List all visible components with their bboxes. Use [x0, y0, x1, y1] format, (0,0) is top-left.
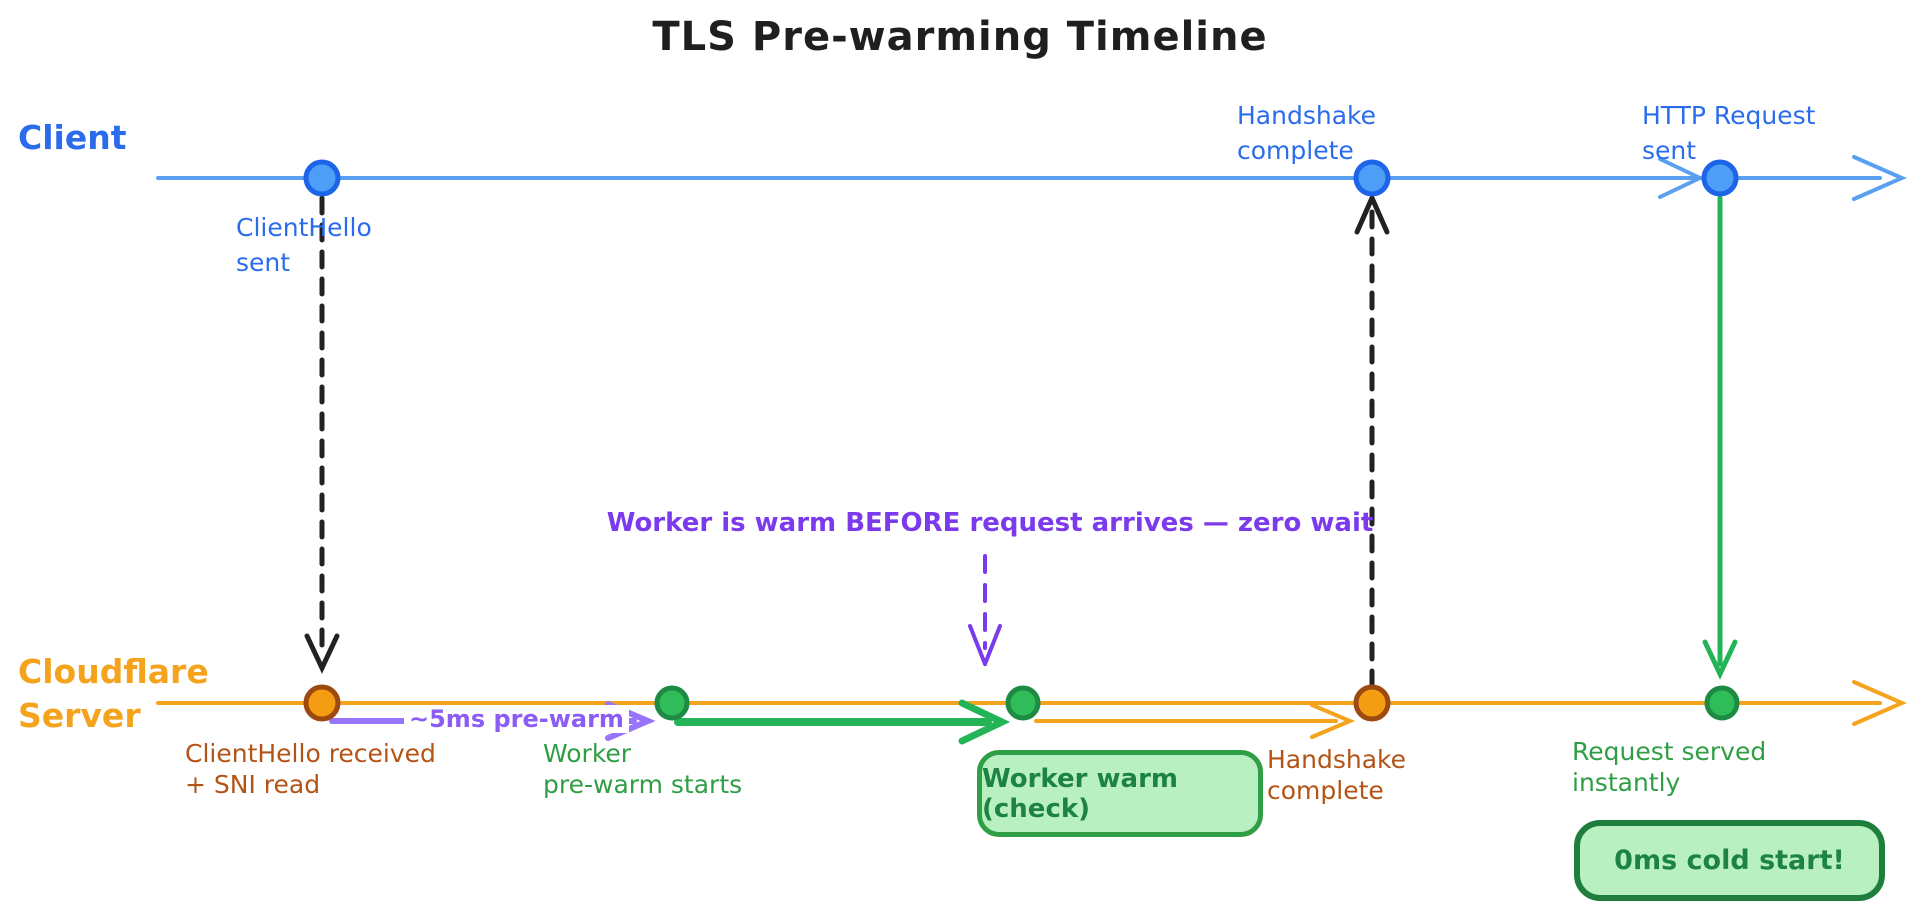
handshake-complete-server-dot: [1353, 684, 1391, 722]
client-timeline-arrowhead-icon: [1852, 155, 1907, 201]
client-lane-label: Client: [18, 118, 127, 157]
server-lane-label: Cloudflare Server: [18, 650, 209, 738]
prewarm-start-dot: [654, 685, 690, 721]
client-hello-received-dot: [303, 684, 341, 722]
zero-wait-note: Worker is warm BEFORE request arrives — …: [606, 508, 1374, 538]
request-served-dot: [1704, 685, 1740, 721]
handshake-complete-client-dot: [1353, 159, 1391, 197]
cold-start-badge: 0ms cold start!: [1574, 820, 1885, 901]
clienthello-arrowhead-icon: [304, 633, 340, 674]
diagram-title: TLS Pre-warming Timeline: [652, 14, 1268, 60]
zero-wait-arrowhead-icon: [968, 624, 1002, 666]
worker-warm-dot: [1005, 685, 1041, 721]
worker-warm-badge-text: Worker warm (check): [982, 763, 1179, 824]
worker-warm-badge: Worker warm (check): [977, 750, 1263, 837]
request-served-label: Request served instantly: [1572, 737, 1767, 797]
client-hello-sent-label: ClientHello sent: [236, 213, 372, 277]
cold-start-badge-text: 0ms cold start!: [1614, 845, 1845, 876]
http-request-arrowhead-icon: [1658, 157, 1702, 199]
server-lane-label-line1: Cloudflare: [18, 652, 209, 691]
http-request-green-arrowhead-icon: [1702, 639, 1738, 680]
handshake-arrowhead-icon: [1354, 191, 1390, 235]
server-timeline-arrowhead-icon: [1852, 680, 1907, 726]
handshake-complete-client-label: Handshake complete: [1237, 101, 1376, 165]
http-request-sent-dot: [1701, 159, 1739, 197]
handshake-complete-server-label: Handshake complete: [1267, 745, 1406, 805]
server-lane-label-line2: Server: [18, 696, 141, 735]
prewarm-duration-label: ~5ms pre-warm: [404, 705, 629, 733]
client-hello-received-label: ClientHello received + SNI read: [185, 739, 436, 799]
worker-warming-arrowhead-icon: [958, 699, 1011, 745]
client-hello-sent-dot: [303, 159, 341, 197]
handshake-orange-arrowhead-icon: [1310, 703, 1356, 739]
http-request-sent-label: HTTP Request sent: [1642, 101, 1816, 165]
worker-prewarm-starts-label: Worker pre-warm starts: [543, 739, 743, 799]
